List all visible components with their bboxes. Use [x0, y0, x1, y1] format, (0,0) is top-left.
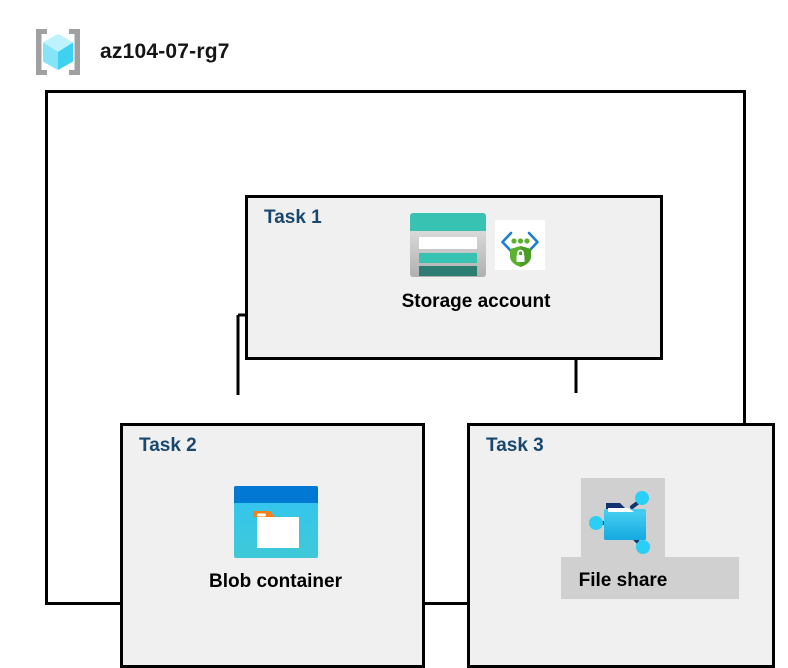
task-3-label: Task 3: [486, 435, 544, 456]
blob-container-node[interactable]: Blob container: [183, 484, 368, 593]
secure-endpoint-shield-icon: [495, 220, 545, 275]
task-1-box: Task 1: [245, 195, 663, 360]
storage-account-icon-row: [407, 210, 545, 285]
storage-account-icon: [407, 210, 489, 285]
storage-account-caption: Storage account: [401, 291, 551, 312]
resource-group-container: Task 1: [45, 90, 775, 668]
file-share-label-highlight: [561, 557, 739, 599]
blob-container-icon: [232, 484, 320, 565]
task-1-label: Task 1: [264, 207, 322, 228]
storage-account-node[interactable]: Storage account: [391, 210, 561, 313]
blob-container-caption: Blob container: [208, 571, 342, 592]
resource-group-name: az104-07-rg7: [100, 40, 230, 63]
task-3-box: Task 3: [467, 423, 775, 668]
file-share-icon: [584, 481, 662, 562]
resource-group-header: az104-07-rg7: [30, 26, 230, 78]
file-share-caption: File share: [578, 570, 668, 591]
resource-group-cube-icon: [30, 26, 86, 78]
file-share-node[interactable]: File share: [548, 481, 698, 592]
task-2-box: Task 2: [120, 423, 425, 668]
task-2-label: Task 2: [139, 435, 197, 456]
